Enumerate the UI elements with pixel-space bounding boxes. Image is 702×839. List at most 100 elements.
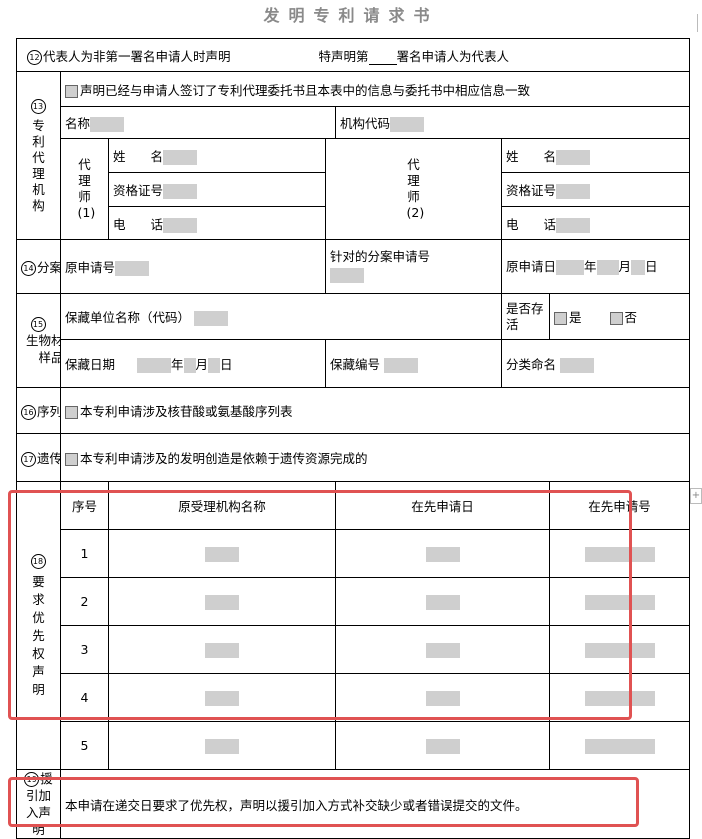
agent2-surname-label: 姓 名 [506, 149, 557, 164]
depositary-value [194, 311, 228, 326]
row-s13-surname: 代理师(1) 姓 名 代理师(2) 姓 名 [17, 138, 691, 240]
section-number-badge: 16 [21, 405, 36, 420]
deposit-year-value [137, 358, 172, 373]
deposit-month-value [183, 358, 196, 373]
day-label: 日 [645, 258, 658, 274]
target-app-no-value [330, 268, 364, 283]
s19-text: 本申请在递交日要求了优先权，声明以援引加入方式补交缺少或者错误提交的文件。 [65, 797, 528, 813]
s14-label: 分案申请 [37, 260, 61, 275]
agent1-label-cell: 代理师(1) [60, 138, 109, 240]
prior-number-value [584, 546, 655, 562]
priority-row: 5 [17, 721, 691, 770]
survival-yes-label: 是 [569, 310, 582, 325]
agent1-surname-label: 姓 名 [113, 149, 164, 164]
s18-label-cell: 18 要求优先权声明 [16, 481, 61, 770]
agent2-surname-value [556, 150, 591, 165]
form-title: 发明专利请求书 [263, 6, 439, 25]
priority-row: 4 [17, 673, 691, 722]
agent2-cert-label: 资格证号 [506, 183, 557, 198]
row-s17: 17遗传资源 本专利申请涉及的发明创造是依赖于遗传资源完成的 [16, 433, 691, 482]
prior-date-value [425, 594, 460, 610]
deposit-day-value [208, 358, 221, 373]
orig-date-year-value [556, 259, 585, 275]
row-s13-declaration: 13 专利代理机构 声明已经与申请人签订了专利代理委托书且本表中的信息与委托书中… [16, 71, 691, 240]
agent1-label: 代理师(1) [77, 157, 96, 220]
expand-handle-icon[interactable]: + [690, 488, 702, 504]
s15-label: 生物材料样品 [25, 332, 61, 365]
office-value [205, 690, 239, 706]
row-s13-cert: 资格证号 资格证号 [17, 172, 691, 207]
orig-date-month-value [596, 259, 619, 275]
agency-code-value [390, 117, 425, 132]
agent1-cert-label: 资格证号 [113, 183, 164, 198]
row-s16: 16序列表 本专利申请涉及核苷酸或氨基酸序列表 [16, 387, 691, 434]
agent2-label-cell: 代理师(2) [325, 138, 502, 240]
s18-label: 要求优先权声明 [32, 573, 45, 697]
row-seq: 5 [60, 721, 109, 770]
office-value [205, 642, 239, 658]
classification-label: 分类命名 [506, 357, 557, 372]
prior-number-value [584, 642, 655, 658]
s12-special-prefix: 特声明第 [318, 48, 369, 64]
prior-date-value [425, 690, 460, 706]
row-s15-depositary: 15生物材料样品 保藏单位名称（代码） 是否存活 是否 [16, 293, 691, 388]
survival-no-checkbox[interactable] [609, 312, 623, 325]
agency-name-label: 名称 [65, 116, 91, 131]
prior-date-value [425, 738, 460, 754]
office-value [205, 738, 239, 754]
priority-section-highlight [8, 490, 632, 720]
agent2-cert-value [556, 184, 591, 199]
section-number-badge: 12 [27, 49, 42, 65]
agent2-phone-value [556, 217, 591, 233]
deposit-number-value [384, 358, 418, 373]
year-label: 年 [584, 258, 597, 274]
row-s15-date: 保藏日期年月日 保藏编号 分类命名 [17, 339, 691, 388]
deposit-number-label: 保藏编号 [330, 357, 381, 372]
s13-declaration: 声明已经与申请人签订了专利代理委托书且本表中的信息与委托书中相应信息一致 [80, 82, 531, 98]
agent1-phone-value [163, 217, 198, 233]
s16-text: 本专利申请涉及核苷酸或氨基酸序列表 [80, 404, 293, 419]
agent1-cert-value [163, 184, 198, 199]
header-prior-number: 在先申请号 [548, 481, 691, 530]
section-number-badge: 15 [30, 316, 46, 332]
prior-number-value [584, 738, 655, 754]
orig-app-no-label: 原申请号 [65, 260, 116, 275]
row-seq: 4 [60, 673, 109, 722]
genetic-resource-checkbox[interactable] [65, 453, 78, 466]
s12-text: 代表人为非第一署名申请人时声明 [43, 48, 231, 64]
prior-number-value [584, 594, 655, 610]
s16-label: 序列表 [37, 404, 60, 419]
orig-date-day-value [631, 259, 646, 275]
s17-label: 遗传资源 [37, 451, 61, 466]
agency-declaration-checkbox[interactable] [65, 84, 78, 98]
office-value [205, 594, 239, 610]
incorporation-section-highlight [8, 777, 639, 827]
prior-date-value [425, 546, 460, 562]
header-office: 原受理机构名称 [108, 481, 336, 530]
row-seq: 2 [60, 577, 109, 626]
s17-text: 本专利申请涉及的发明创造是依赖于遗传资源完成的 [80, 451, 368, 466]
deposit-date-label: 保藏日期 [65, 357, 116, 372]
page-margin-marker [697, 14, 698, 32]
prior-date-value [425, 642, 460, 658]
agency-code-label: 机构代码 [340, 116, 391, 131]
section-number-badge: 18 [30, 553, 46, 569]
sequence-listing-checkbox[interactable] [65, 406, 78, 419]
agency-name-value [90, 117, 125, 132]
row-s13-name: 名称 机构代码 [17, 106, 691, 139]
s13-label: 专利代理机构 [32, 117, 45, 213]
representative-order-blank[interactable] [368, 52, 397, 65]
section-number-badge: 17 [21, 452, 36, 467]
prior-number-value [584, 690, 655, 706]
orig-date-label: 原申请日 [506, 258, 557, 274]
agent2-label: 代理师(2) [406, 157, 425, 220]
agent1-phone-label: 电 话 [113, 216, 164, 232]
agent1-surname-value [163, 150, 198, 165]
survival-yes-checkbox[interactable] [554, 312, 567, 325]
depositary-label: 保藏单位名称（代码） [65, 310, 191, 325]
